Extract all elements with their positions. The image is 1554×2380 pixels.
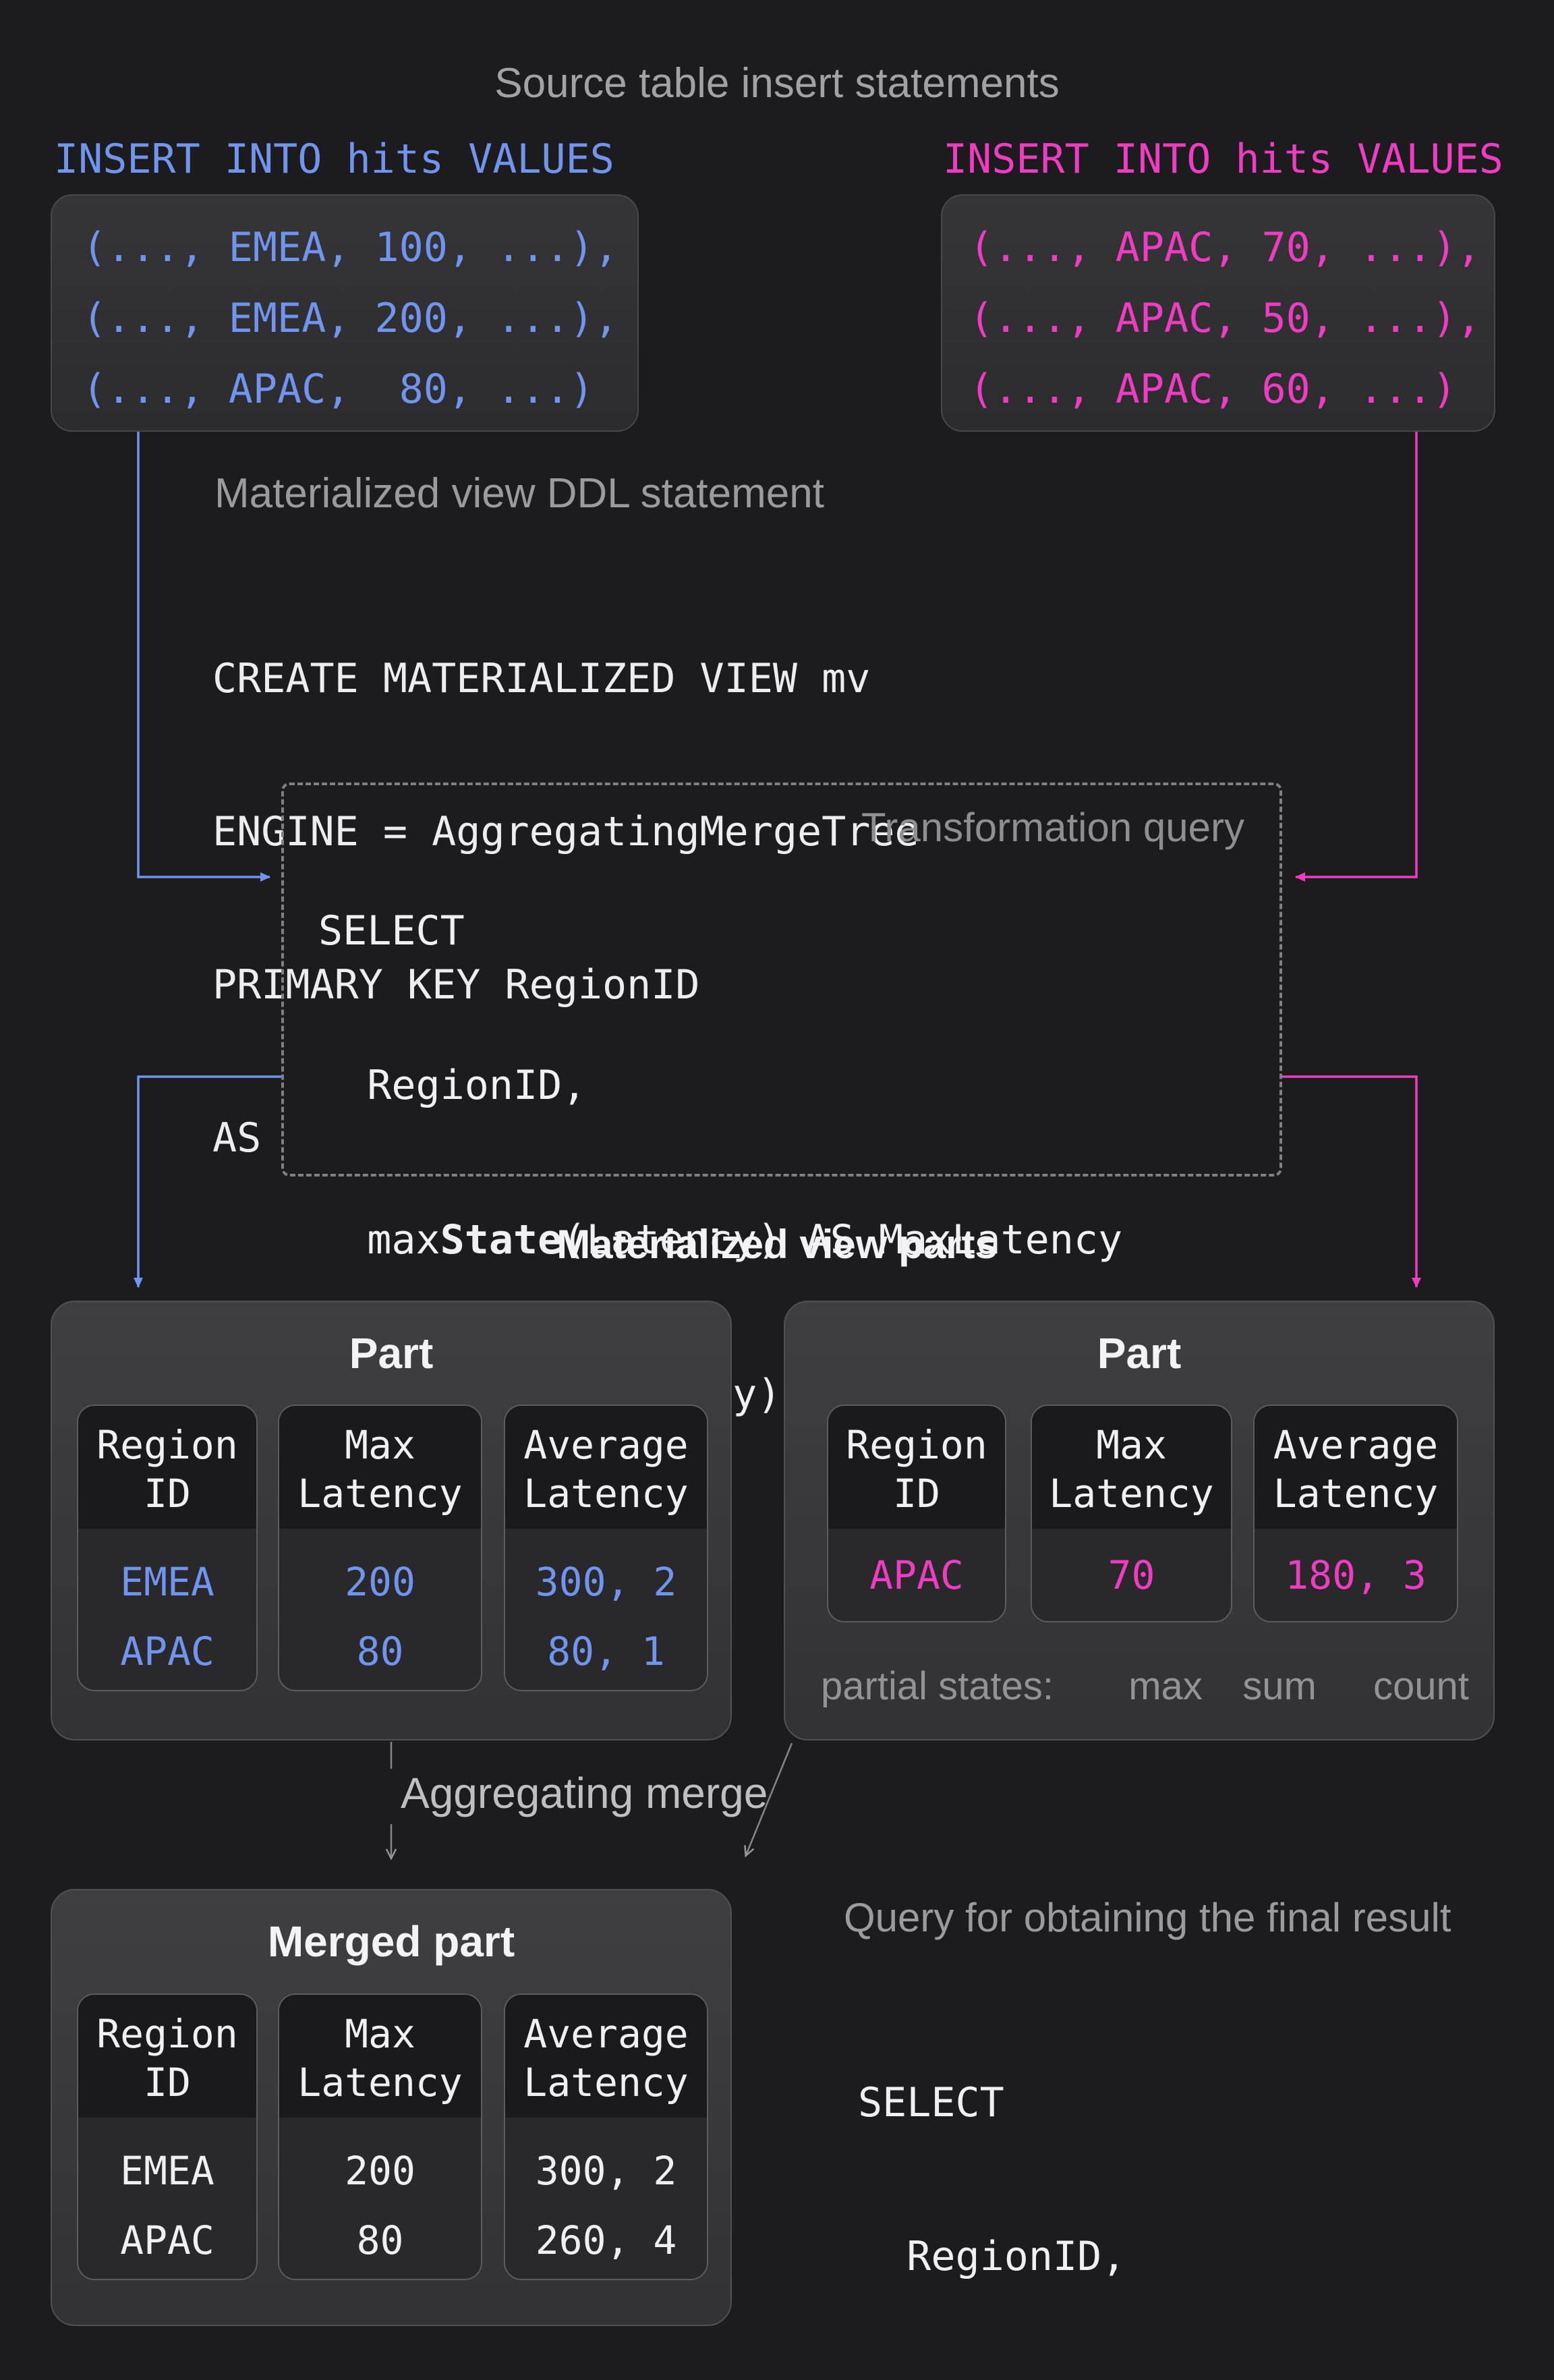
ddl-code-line: CREATE MATERIALIZED VIEW mv (212, 655, 871, 702)
merged-part-title: Merged part (267, 1917, 515, 1966)
cell-value: EMEA (120, 2148, 214, 2194)
column-max-latency: Max Latency 70 (1031, 1405, 1232, 1622)
column-header-line: ID (144, 1471, 191, 1517)
cell-value: 180, 3 (1285, 1552, 1427, 1598)
insert-values-box-left: (..., EMEA, 100, ...), (..., EMEA, 200, … (51, 194, 639, 432)
cell-value: APAC (120, 2217, 214, 2263)
column-header-line: Latency (297, 2060, 463, 2105)
column-values: EMEA APAC (78, 1529, 256, 1687)
column-header-line: ID (144, 2060, 191, 2105)
partial-state-max: max (1128, 1664, 1203, 1708)
insert-row: (..., EMEA, 100, ...), (82, 224, 618, 271)
column-header-line: Region (96, 2011, 238, 2057)
column-header: Max Latency (1032, 1406, 1231, 1529)
page-title: Source table insert statements (494, 60, 1060, 107)
column-average-latency: Average Latency 300, 2 260, 4 (504, 1993, 708, 2280)
insert-row: (..., APAC, 70, ...), (969, 224, 1481, 271)
cell-value: APAC (869, 1552, 964, 1598)
column-region-id: Region ID EMEA APAC (77, 1405, 258, 1691)
column-header: Max Latency (279, 1995, 481, 2118)
insert-row: (..., APAC, 80, ...) (82, 366, 594, 413)
transformation-query-box (281, 783, 1282, 1177)
column-region-id: Region ID APAC (827, 1405, 1006, 1622)
query-line: SELECT (318, 907, 465, 955)
cell-value: 260, 4 (535, 2217, 677, 2263)
insert-statement-label-right: INSERT INTO hits VALUES (943, 136, 1503, 183)
transformation-query-heading: Transformation query (861, 805, 1244, 850)
cell-value: EMEA (120, 1559, 214, 1605)
insert-statement-label-left: INSERT INTO hits VALUES (54, 136, 614, 183)
column-values: 300, 2 80, 1 (505, 1529, 707, 1687)
cell-value: 200 (345, 2148, 415, 2194)
cell-value: 300, 2 (535, 1559, 677, 1605)
column-header-line: ID (893, 1471, 940, 1517)
column-values: APAC (828, 1529, 1005, 1605)
part-box-right: Part Region ID APAC Max Latency 70 Avera… (784, 1301, 1495, 1740)
part-title: Part (1097, 1329, 1182, 1378)
column-header: Max Latency (279, 1406, 481, 1529)
ddl-code-block: CREATE MATERIALIZED VIEW mv ENGINE = Agg… (212, 555, 919, 1262)
partial-state-sum: sum (1242, 1664, 1317, 1708)
cell-value: 200 (345, 1559, 415, 1605)
column-values: 70 (1032, 1529, 1231, 1605)
part-title: Part (349, 1329, 434, 1378)
column-values: 200 80 (279, 2118, 481, 2275)
ddl-code-line: AS (212, 1114, 262, 1162)
column-header-line: Latency (1049, 1471, 1214, 1517)
final-query-code: SELECT RegionID, maxMerge(MaxLatency), a… (858, 1979, 1418, 2380)
column-header-line: Region (96, 1422, 238, 1468)
part-box-left: Part Region ID EMEA APAC Max Latency 200… (51, 1301, 732, 1740)
query-line: maxState(Latency) AS MaxLatency (318, 1216, 1123, 1264)
insert-row: (..., EMEA, 200, ...), (82, 295, 618, 342)
partial-state-count: count (1373, 1664, 1469, 1708)
cell-value: 70 (1107, 1552, 1155, 1598)
column-header-line: Average (523, 1422, 689, 1468)
merged-part-box: Merged part Region ID EMEA APAC Max Late… (51, 1889, 732, 2326)
column-average-latency: Average Latency 300, 2 80, 1 (504, 1405, 708, 1691)
column-header-line: Latency (523, 2060, 689, 2105)
column-header-line: Average (1273, 1422, 1439, 1468)
cell-value: 300, 2 (535, 2148, 677, 2194)
magenta-connector-insert-to-query (1295, 432, 1418, 882)
column-header-line: Latency (523, 1471, 689, 1517)
cell-value: 80 (356, 1628, 404, 1674)
column-max-latency: Max Latency 200 80 (278, 1405, 482, 1691)
insert-row: (..., APAC, 50, ...), (969, 295, 1481, 342)
column-header: Region ID (828, 1406, 1005, 1529)
column-values: 180, 3 (1255, 1529, 1457, 1605)
query-line: RegionID, (858, 2233, 1126, 2280)
partial-states-label: partial states: (821, 1664, 1054, 1708)
cell-value: 80, 1 (547, 1628, 665, 1674)
cell-value: APAC (120, 1628, 214, 1674)
column-header: Average Latency (505, 1406, 707, 1529)
insert-values-box-right: (..., APAC, 70, ...), (..., APAC, 50, ..… (941, 194, 1495, 432)
query-line: SELECT (858, 2079, 1004, 2126)
ddl-heading: Materialized view DDL statement (214, 470, 824, 517)
column-header-line: Average (523, 2011, 689, 2057)
query-line: RegionID, (318, 1062, 587, 1109)
column-header-line: Latency (1273, 1471, 1439, 1517)
column-values: EMEA APAC (78, 2118, 256, 2275)
column-header-line: Latency (297, 1471, 463, 1517)
column-max-latency: Max Latency 200 80 (278, 1993, 482, 2280)
column-header: Average Latency (505, 1995, 707, 2118)
column-header: Region ID (78, 1406, 256, 1529)
ddl-code-line: ENGINE = AggregatingMergeTree (212, 808, 919, 855)
final-query-heading: Query for obtaining the final result (844, 1895, 1451, 1940)
column-header-line: Max (345, 2011, 415, 2057)
aggregating-merge-label: Aggregating merge (401, 1769, 768, 1817)
column-values: 200 80 (279, 1529, 481, 1687)
materialized-view-parts-heading: Materialized view parts (556, 1222, 998, 1267)
column-header: Region ID (78, 1995, 256, 2118)
cell-value: 80 (356, 2217, 404, 2263)
column-average-latency: Average Latency 180, 3 (1253, 1405, 1458, 1622)
column-header-line: Region (846, 1422, 987, 1468)
column-header-line: Max (1096, 1422, 1167, 1468)
column-header-line: Max (345, 1422, 415, 1468)
ddl-code-line: PRIMARY KEY RegionID (212, 961, 700, 1009)
column-region-id: Region ID EMEA APAC (77, 1993, 258, 2280)
column-header: Average Latency (1255, 1406, 1457, 1529)
column-values: 300, 2 260, 4 (505, 2118, 707, 2275)
insert-row: (..., APAC, 60, ...) (969, 366, 1457, 413)
